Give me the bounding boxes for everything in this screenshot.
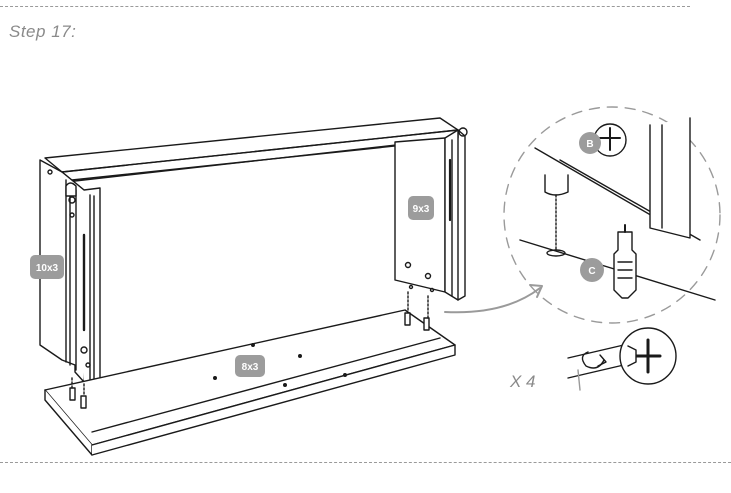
label-badge-c: C [580, 258, 604, 282]
label-badge-bottom: 8x3 [235, 355, 265, 377]
label-badge-b: B [579, 132, 601, 154]
label-badge-right: 9x3 [408, 196, 434, 220]
detail-view [503, 106, 721, 324]
screwdriver-icon [567, 327, 677, 391]
zoom-arrow [444, 287, 541, 314]
svg-text:C: C [588, 266, 595, 277]
svg-text:10x3: 10x3 [36, 263, 59, 274]
bottom-panel [44, 309, 456, 456]
label-badge-left: 10x3 [30, 255, 64, 279]
svg-text:B: B [586, 139, 593, 150]
svg-text:9x3: 9x3 [413, 204, 430, 215]
bottom-divider [0, 462, 731, 463]
quantity-label: X 4 [509, 372, 536, 391]
top-divider [0, 6, 690, 7]
svg-text:8x3: 8x3 [242, 362, 259, 373]
cam-bolt-icon [613, 231, 637, 299]
step-title: Step 17: [9, 22, 77, 41]
dowel-pins [69, 291, 430, 409]
